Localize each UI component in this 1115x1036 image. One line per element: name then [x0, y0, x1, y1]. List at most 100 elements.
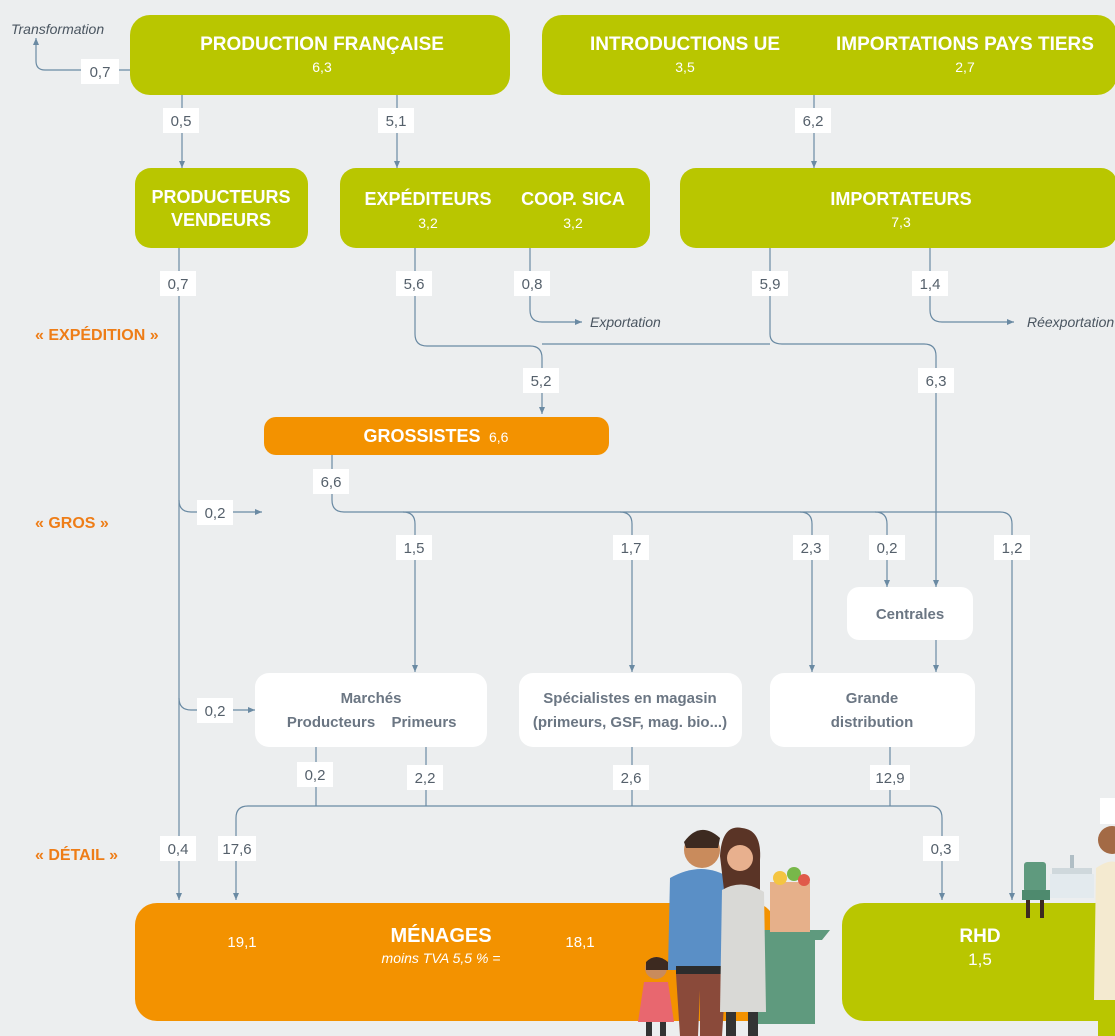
- flow-label: 12,9: [870, 765, 910, 790]
- flow-label: 0,7: [160, 271, 196, 296]
- flow-label: 5,6: [396, 271, 432, 296]
- introductions-value: 3,5: [675, 59, 695, 75]
- expediteurs-title: EXPÉDITEURS: [364, 188, 491, 209]
- expediteurs-box: EXPÉDITEURS 3,2 COOP. SICA 3,2: [340, 168, 650, 248]
- producteurs-line1: PRODUCTEURS: [151, 187, 290, 207]
- rhd-title: RHD: [959, 926, 1000, 947]
- svg-text:1,7: 1,7: [621, 540, 642, 557]
- svg-text:5,2: 5,2: [531, 373, 552, 390]
- flow-label: 1,7: [613, 535, 649, 560]
- production-value: 6,3: [312, 59, 332, 75]
- importateurs-value: 7,3: [891, 214, 911, 230]
- flow-label: 0,2: [869, 535, 905, 560]
- flow-label: 0,2: [197, 698, 233, 723]
- production-title: PRODUCTION FRANÇAISE: [200, 34, 444, 55]
- outflow-reexportation: Réexportation: [1027, 314, 1114, 330]
- flow-label: 17,6: [218, 836, 256, 861]
- rhd-box: RHD 1,5: [842, 903, 1115, 1021]
- svg-text:2,3: 2,3: [801, 540, 822, 557]
- coop-title: COOP. SICA: [521, 189, 625, 209]
- svg-text:0,8: 0,8: [522, 276, 543, 293]
- marches-box: Marchés Producteurs Primeurs: [255, 673, 487, 747]
- flow-label: 6,3: [918, 368, 954, 393]
- grossistes-title: GROSSISTES: [364, 426, 481, 446]
- importations-title: IMPORTATIONS PAYS TIERS: [836, 34, 1094, 55]
- expediteurs-value: 3,2: [418, 215, 438, 231]
- grossistes-value: 6,6: [489, 429, 509, 445]
- svg-text:1,2: 1,2: [1002, 540, 1023, 557]
- flow-label: 0,2: [197, 500, 233, 525]
- svg-text:0,2: 0,2: [205, 703, 226, 720]
- specialistes-line1: Spécialistes en magasin: [543, 690, 716, 707]
- svg-text:12,9: 12,9: [875, 770, 904, 787]
- stage-gros: « GROS »: [35, 515, 109, 532]
- producteurs-vendeurs-box: PRODUCTEURS VENDEURS: [135, 168, 308, 248]
- flow-label: 1,2: [994, 535, 1030, 560]
- svg-text:0,4: 0,4: [168, 841, 189, 858]
- production-francaise-box: PRODUCTION FRANÇAISE 6,3: [130, 15, 510, 95]
- svg-text:0,7: 0,7: [90, 64, 111, 81]
- flow-label: 1,5: [396, 535, 432, 560]
- family-illustration: [638, 827, 830, 1036]
- svg-text:6,2: 6,2: [803, 113, 824, 130]
- flow-label: 5,2: [523, 368, 559, 393]
- svg-text:0,2: 0,2: [305, 767, 326, 784]
- flow-labels: 0,7 0,5 5,1 6,2 0,7 5,6 0,8 5,9 1,4 5,2 …: [81, 59, 1030, 861]
- outflow-transformation: Transformation: [11, 21, 104, 37]
- svg-text:0,3: 0,3: [931, 841, 952, 858]
- connector-lines: [33, 38, 1015, 900]
- specialistes-line2: (primeurs, GSF, mag. bio...): [533, 714, 727, 731]
- importateurs-title: IMPORTATEURS: [830, 189, 971, 209]
- svg-text:0,2: 0,2: [877, 540, 898, 557]
- svg-text:6,6: 6,6: [321, 474, 342, 491]
- grande-line2: distribution: [831, 714, 914, 731]
- flow-label: 0,3: [923, 836, 959, 861]
- stage-expedition: « EXPÉDITION »: [35, 325, 159, 344]
- svg-text:17,6: 17,6: [222, 841, 251, 858]
- introductions-title: INTRODUCTIONS UE: [590, 34, 780, 55]
- svg-text:2,6: 2,6: [621, 770, 642, 787]
- centrales-title: Centrales: [876, 606, 944, 623]
- menages-title: MÉNAGES: [390, 924, 491, 947]
- restaurant-illustration: [1022, 855, 1094, 918]
- grande-distribution-box: Grande distribution: [770, 673, 975, 747]
- menages-subtitle: moins TVA 5,5 % =: [382, 950, 501, 966]
- svg-text:6,3: 6,3: [926, 373, 947, 390]
- marches-primeurs: Primeurs: [391, 714, 456, 731]
- svg-text:0,7: 0,7: [168, 276, 189, 293]
- grossistes-box: GROSSISTES 6,6: [264, 417, 609, 455]
- importations-value: 2,7: [955, 59, 975, 75]
- marches-producteurs: Producteurs: [287, 714, 375, 731]
- svg-text:1,4: 1,4: [920, 276, 941, 293]
- flow-label: 0,7: [81, 59, 119, 84]
- svg-text:5,6: 5,6: [404, 276, 425, 293]
- flow-label: 0,5: [163, 108, 199, 133]
- svg-text:0,5: 0,5: [171, 113, 192, 130]
- flow-label: 6,2: [795, 108, 831, 133]
- rhd-value: 1,5: [968, 950, 992, 969]
- flow-label: 0,8: [514, 271, 550, 296]
- svg-text:0,2: 0,2: [205, 505, 226, 522]
- flow-label: 1,4: [912, 271, 948, 296]
- specialistes-box: Spécialistes en magasin (primeurs, GSF, …: [519, 673, 742, 747]
- menages-left-value: 19,1: [227, 934, 256, 951]
- flow-label: 2,3: [793, 535, 829, 560]
- coop-value: 3,2: [563, 215, 583, 231]
- imports-box: INTRODUCTIONS UE 3,5 IMPORTATIONS PAYS T…: [542, 15, 1115, 95]
- stage-detail: « DÉTAIL »: [35, 845, 118, 864]
- flow-label: 5,1: [378, 108, 414, 133]
- flow-label: 5,9: [752, 271, 788, 296]
- centrales-box: Centrales: [847, 587, 973, 640]
- svg-text:5,9: 5,9: [760, 276, 781, 293]
- outflow-exportation: Exportation: [590, 314, 661, 330]
- menages-box: 19,1 MÉNAGES moins TVA 5,5 % = 18,1: [135, 903, 775, 1021]
- importateurs-box: IMPORTATEURS 7,3: [680, 168, 1115, 248]
- svg-text:1,5: 1,5: [404, 540, 425, 557]
- svg-text:5,1: 5,1: [386, 113, 407, 130]
- grande-line1: Grande: [846, 690, 899, 707]
- marches-title: Marchés: [341, 690, 402, 707]
- svg-text:2,2: 2,2: [415, 770, 436, 787]
- menages-right-value: 18,1: [565, 934, 594, 951]
- chef-illustration: [1094, 798, 1115, 1036]
